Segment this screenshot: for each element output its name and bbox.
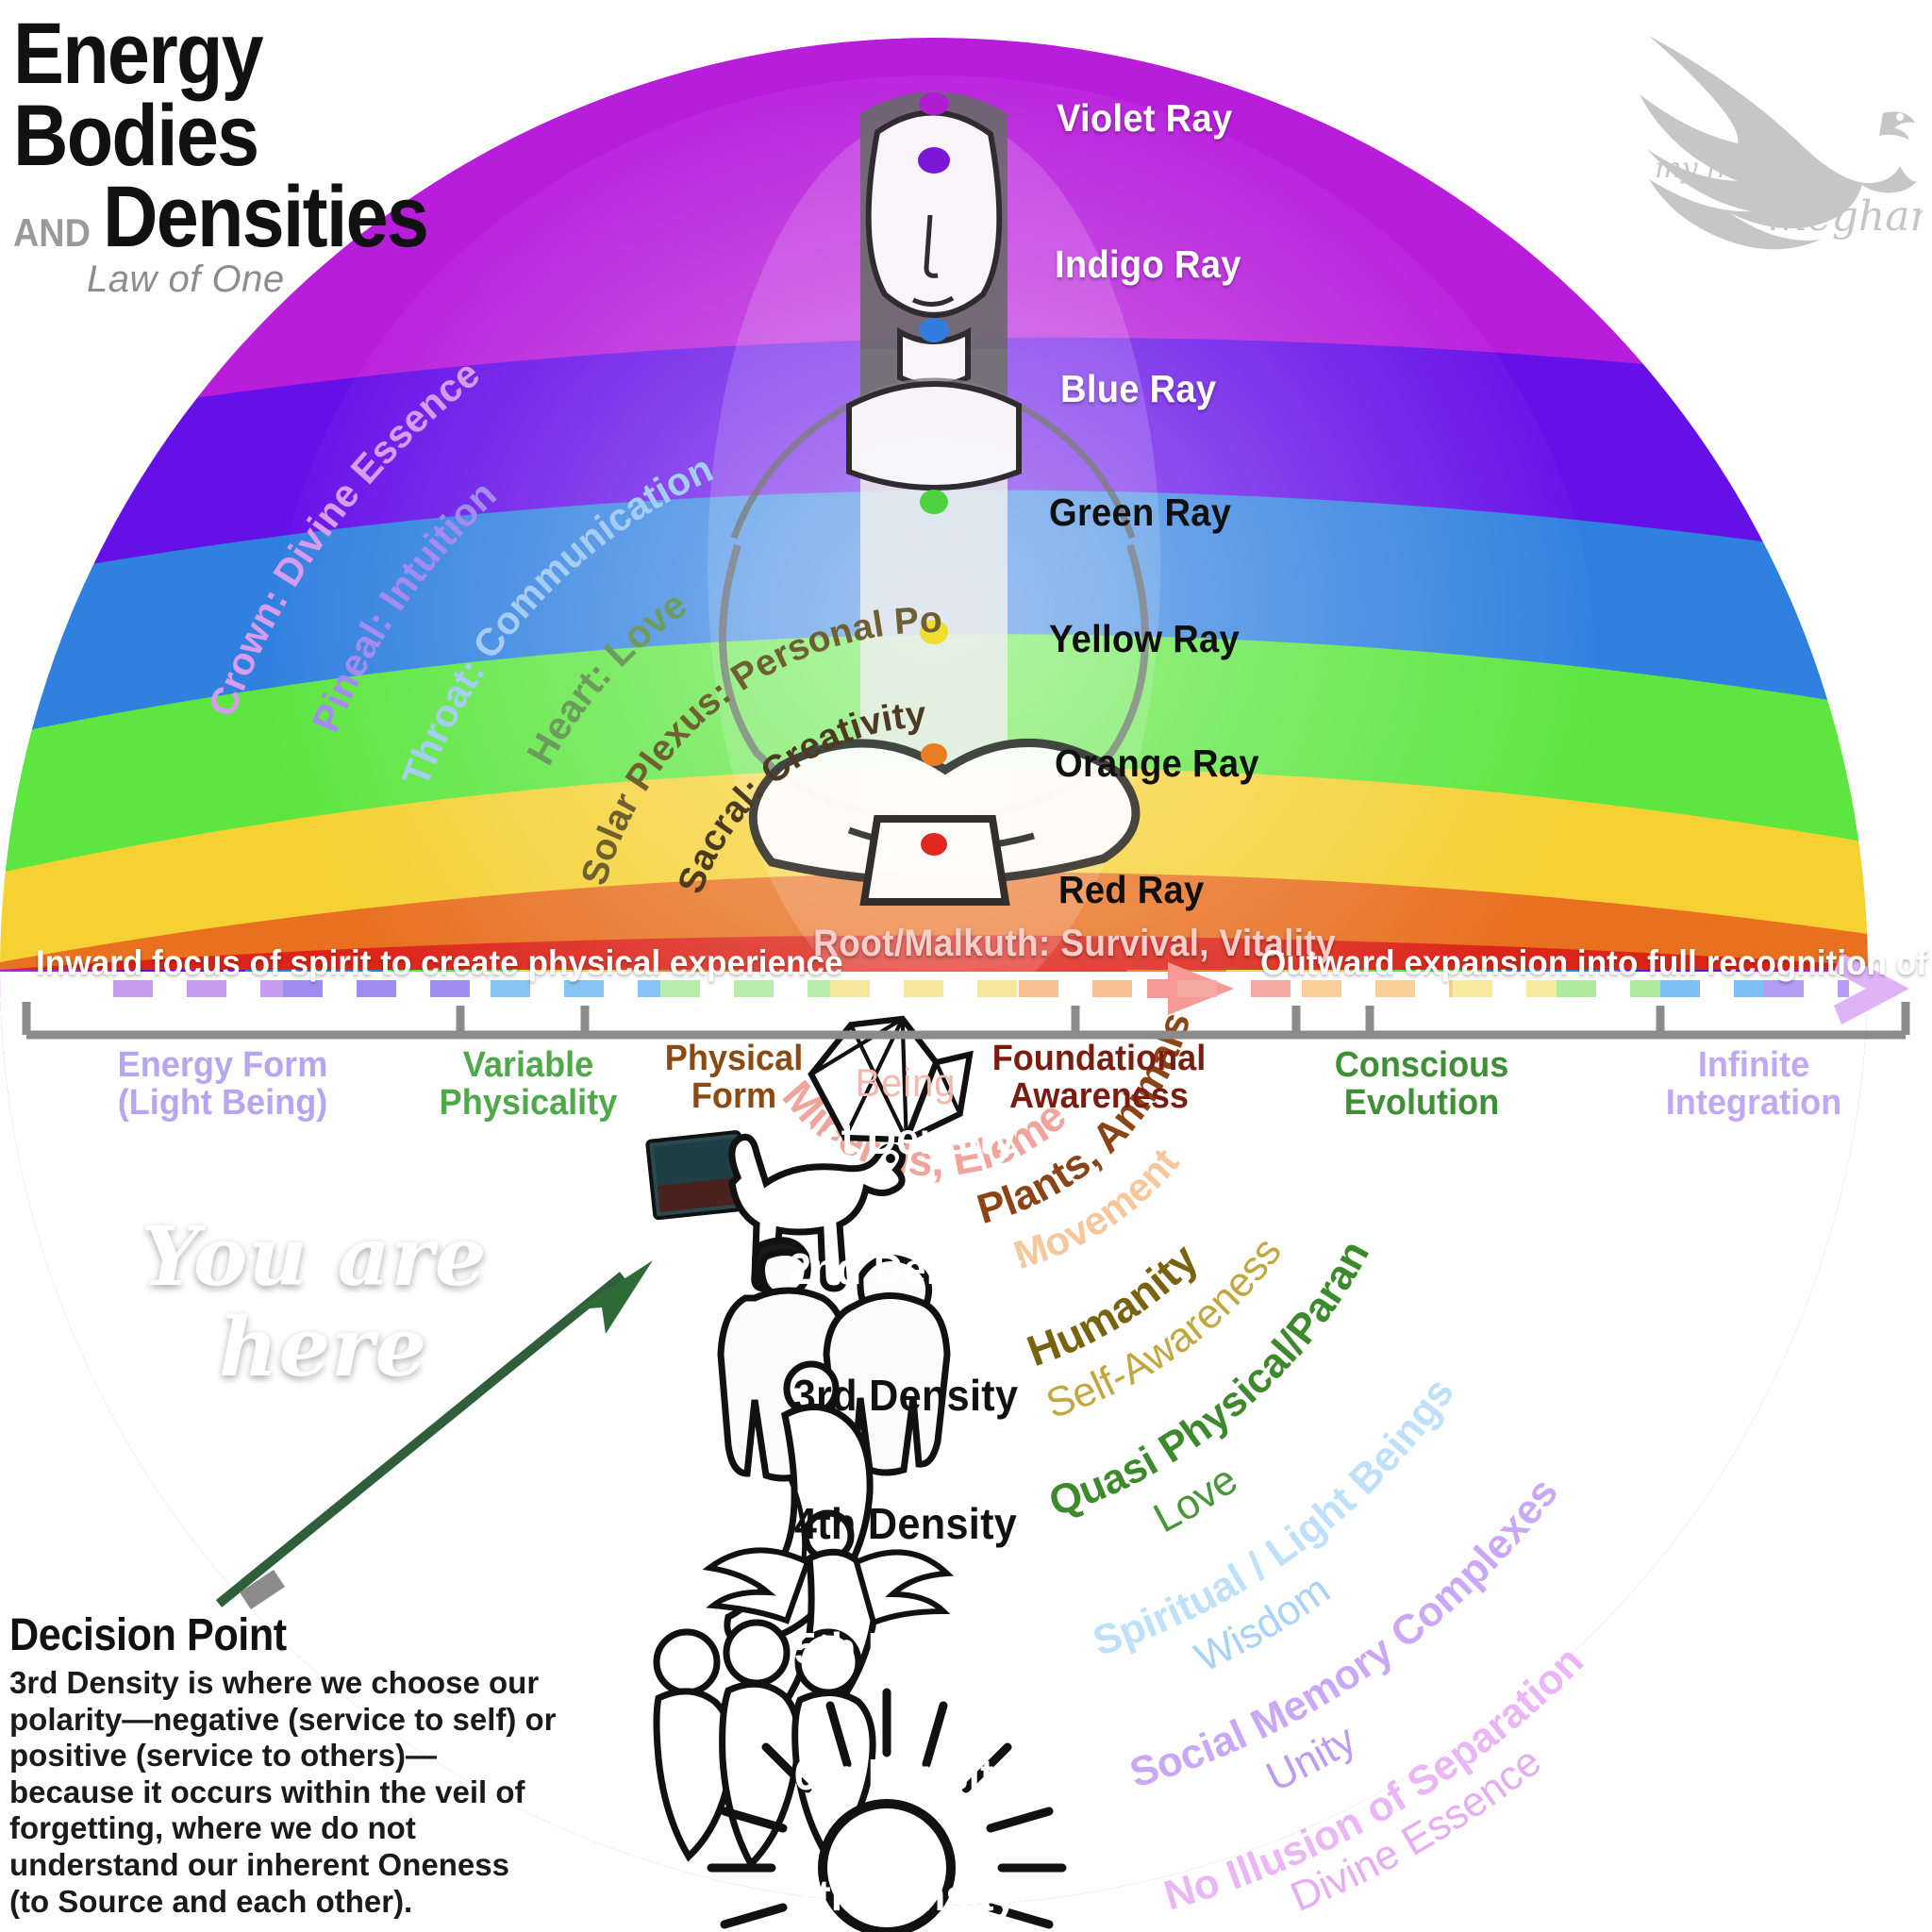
ray-label-green: Green Ray [1049, 491, 1232, 534]
density-label-1st: 1st Density [795, 1114, 1016, 1163]
chakra-dot-yellow [920, 620, 948, 644]
stage-foundational-awareness: Foundational Awareness [987, 1039, 1211, 1116]
crystal-icon [808, 1015, 974, 1146]
stage-energy-form-line1: Energy Form [117, 1045, 328, 1085]
ray-label-violet: Violet Ray [1057, 96, 1233, 140]
you-are-here-annotation: You are here [142, 1217, 538, 1389]
density-label-6th: 6th Density [793, 1750, 1018, 1799]
stage-physical-form-line1: Physical [664, 1039, 804, 1078]
decision-point-body: 3rd Density is where we choose our polar… [9, 1665, 557, 1919]
chakra-dot-violet [919, 92, 949, 115]
chakra-label-root: Root/Malkuth: Survival, Vitality [813, 923, 1336, 964]
white-arrow-icon [488, 1209, 675, 1276]
density-label-7th: 7th Density [793, 1871, 1018, 1920]
stage-variable-physicality-line1: Variable [462, 1045, 594, 1085]
stage-variable-physicality: Variable Physicality [421, 1045, 636, 1123]
title-line-1: Energy Bodies [13, 6, 264, 185]
decision-point-annotation: Decision Point 3rd Density is where we c… [9, 1609, 575, 1920]
outward-arrow-head-icon [1834, 953, 1909, 1024]
being-caption: Being [855, 1060, 957, 1105]
density-label-2nd: 2nd Density [788, 1244, 1024, 1293]
ray-label-indigo: Indigo Ray [1055, 242, 1241, 286]
stage-conscious-evolution-line1: Conscious [1334, 1045, 1509, 1085]
density-axis [22, 953, 1910, 1040]
axis-caption-outward: Outward expansion into full recognition … [1260, 943, 1932, 982]
stage-foundational-awareness-line2: Awareness [1009, 1075, 1189, 1116]
stage-infinite-integration: Infinite Integration [1651, 1045, 1857, 1123]
my-friend-meghan-bird-logo[interactable]: my friend meghan [1640, 2, 1923, 275]
page-subtitle: Law of One [87, 258, 285, 300]
stage-energy-form: Energy Form (Light Being) [107, 1045, 340, 1123]
green-arrow-icon [215, 1260, 653, 1607]
bird-icon [1640, 36, 1917, 250]
density-label-4th: 4th Density [793, 1499, 1018, 1548]
sun-source-icon [707, 1688, 1067, 1932]
ray-label-orange: Orange Ray [1055, 741, 1259, 785]
stage-infinite-integration-line1: Infinite [1697, 1045, 1810, 1085]
meditating-figure-icon [708, 92, 1160, 1019]
chakra-dot-indigo [918, 147, 950, 174]
axis-caption-inward: Inward focus of spirit to create physica… [36, 943, 843, 982]
you-are-here-line1: You are [142, 1209, 488, 1305]
stage-physical-form-line2: Form [691, 1075, 777, 1116]
chakra-dot-orange [921, 743, 947, 766]
stage-conscious-evolution-line2: Evolution [1343, 1082, 1500, 1123]
ray-label-red: Red Ray [1058, 868, 1205, 911]
logo-word-meghan: meghan [1768, 192, 1923, 241]
density-label-3rd: 3rd Density [792, 1371, 1019, 1420]
title-and-word: AND [13, 209, 91, 255]
page-title: Energy Bodies AND Densities Law of One [13, 6, 541, 301]
stage-energy-form-line2: (Light Being) [117, 1082, 328, 1123]
decision-pointer-nub [240, 1570, 285, 1609]
tv-screen-icon [645, 1130, 749, 1221]
chakra-dot-red [921, 833, 947, 856]
logo-word-my-friend: my friend [1655, 152, 1792, 185]
chakra-dot-green [920, 490, 948, 514]
decision-point-title: Decision Point [9, 1610, 287, 1660]
you-are-here-line2: here [219, 1300, 428, 1395]
density-label-5th: 5th Density [793, 1624, 1018, 1673]
stage-infinite-integration-line2: Integration [1665, 1082, 1842, 1123]
stage-foundational-awareness-line1: Foundational [991, 1039, 1207, 1078]
stage-variable-physicality-line2: Physicality [439, 1082, 618, 1123]
stage-conscious-evolution: Conscious Evolution [1319, 1045, 1525, 1123]
ray-label-blue: Blue Ray [1060, 367, 1217, 410]
ray-label-yellow: Yellow Ray [1049, 617, 1241, 660]
chakra-dot-blue [919, 318, 949, 342]
title-line-2: Densities [103, 168, 429, 265]
stage-physical-form: Physical Form [636, 1039, 833, 1116]
